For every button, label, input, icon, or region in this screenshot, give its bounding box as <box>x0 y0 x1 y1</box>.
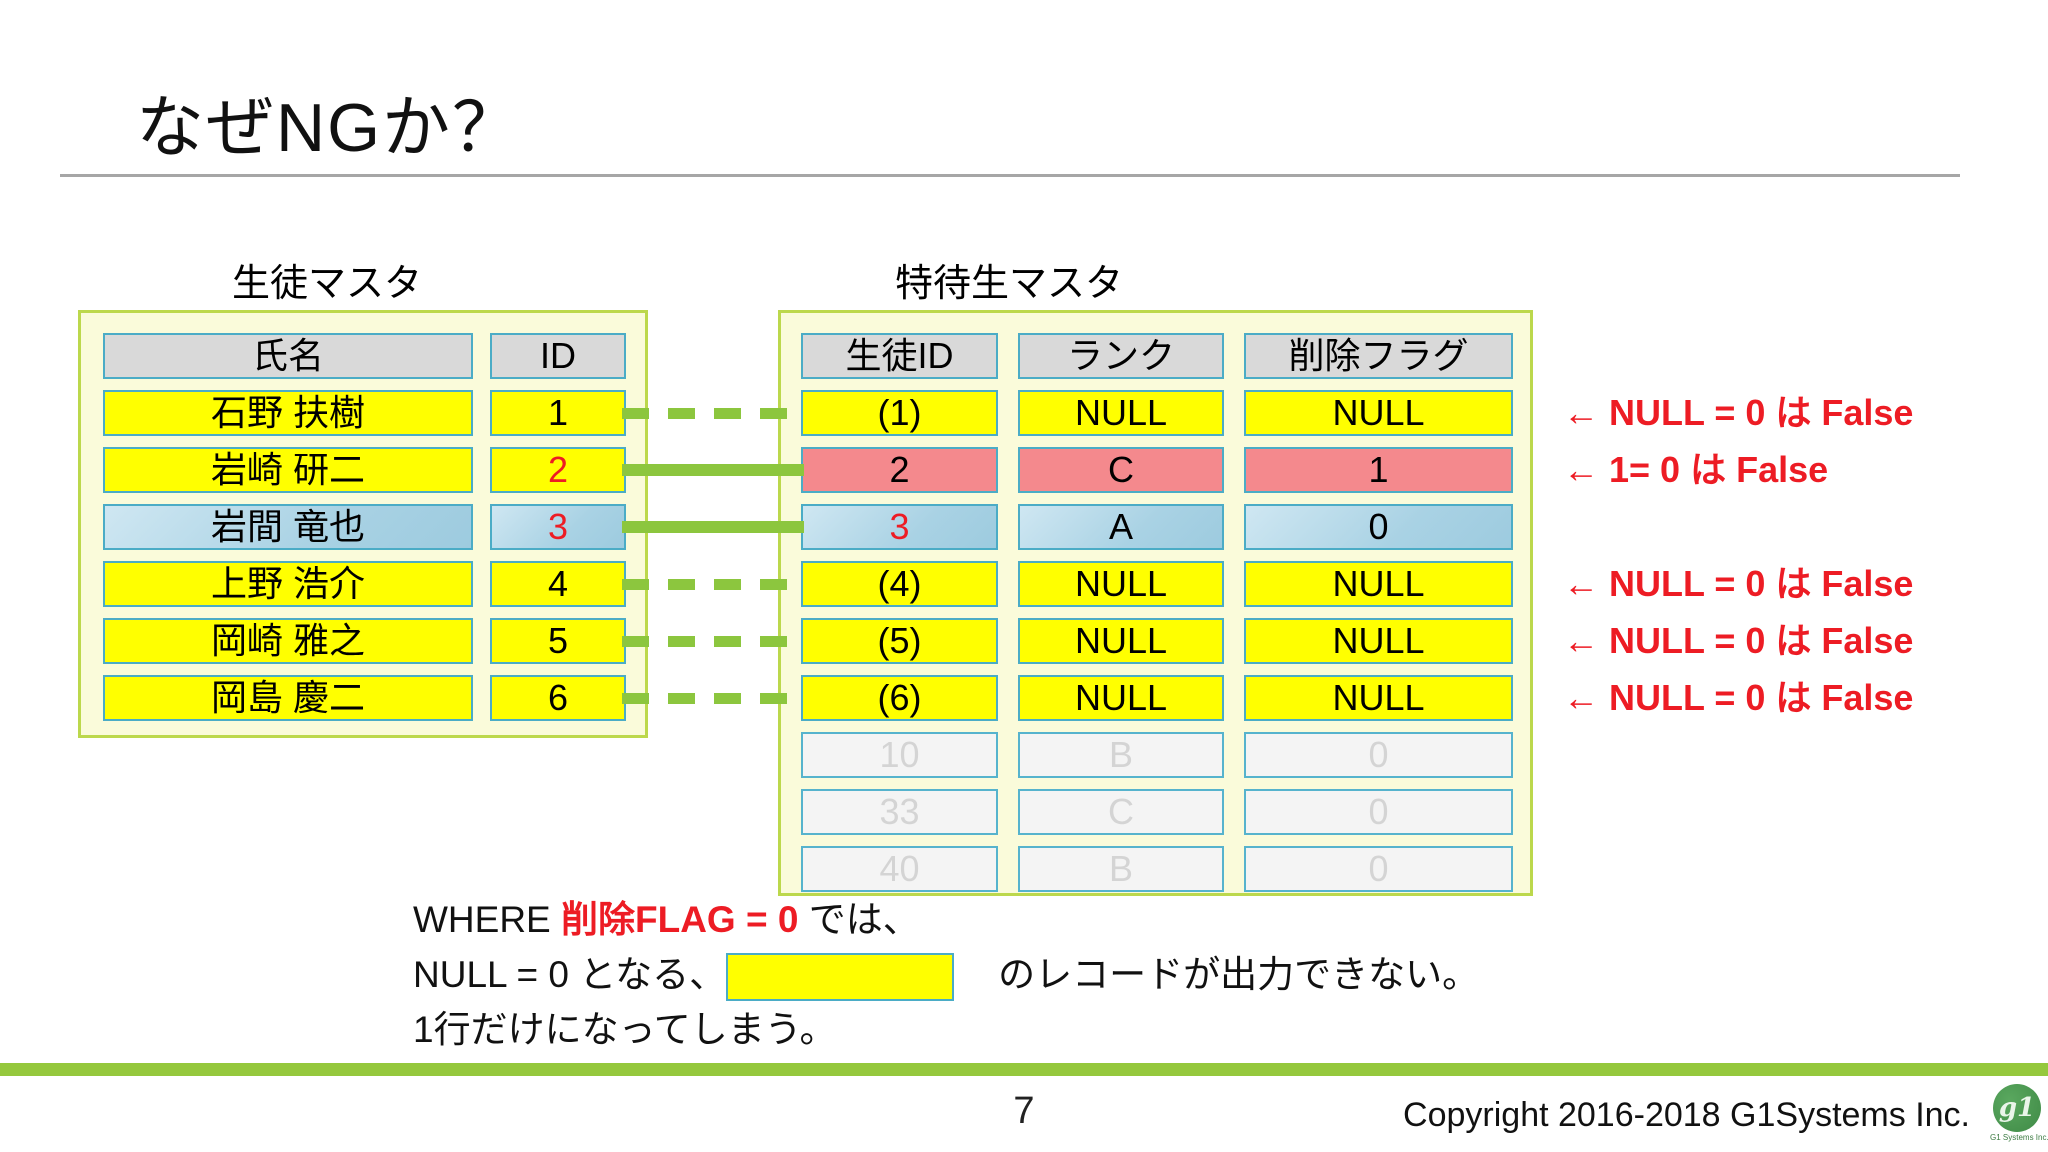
id-cell: 5 <box>490 618 626 664</box>
scholarship-master-table: 生徒ID ランク 削除フラグ (1) NULL NULL 2 C 1 3 A 0… <box>778 310 1533 896</box>
delete-flag-cell: 0 <box>1244 789 1513 835</box>
rank-cell: B <box>1018 732 1224 778</box>
student-id-cell: 2 <box>801 447 998 493</box>
explanation-line-1: WHERE 削除FLAG = 0 では、 <box>413 892 1479 947</box>
row-annotation: ← NULL = 0 は False <box>1563 563 1914 604</box>
rank-cell: NULL <box>1018 618 1224 664</box>
join-connector-dashed <box>622 636 804 647</box>
copyright-text: Copyright 2016-2018 G1Systems Inc. <box>1403 1096 1970 1134</box>
rank-cell: A <box>1018 504 1224 550</box>
rank-cell: B <box>1018 846 1224 892</box>
join-connector-solid <box>622 464 804 476</box>
name-cell: 岡崎 雅之 <box>103 618 473 664</box>
line1-suffix: では、 <box>798 899 920 940</box>
right-table-label: 特待生マスタ <box>895 263 1124 305</box>
delete-flag-cell: 1 <box>1244 447 1513 493</box>
join-connector-dashed <box>622 693 804 704</box>
yellow-highlight-box <box>726 953 955 1002</box>
delete-flag-cell: NULL <box>1244 390 1513 436</box>
student-id-cell: 3 <box>801 504 998 550</box>
student-master-table: 氏名 ID 石野 扶樹 1 岩崎 研二 2 岩間 竜也 3 上野 浩介 4 岡崎… <box>78 310 648 738</box>
line2-suffix: のレコードが出力できない。 <box>998 954 1480 995</box>
delete-flag-cell: 0 <box>1244 504 1513 550</box>
column-header-id: ID <box>490 333 626 379</box>
rank-cell: NULL <box>1018 390 1224 436</box>
name-cell: 岡島 慶二 <box>103 675 473 721</box>
student-id-cell: 10 <box>801 732 998 778</box>
id-cell: 2 <box>490 447 626 493</box>
page-number: 7 <box>1013 1090 1035 1132</box>
delete-flag-cell: NULL <box>1244 561 1513 607</box>
line2-prefix: NULL = 0 となる、 <box>413 954 727 995</box>
where-text: WHERE <box>413 899 561 940</box>
row-annotation: ← NULL = 0 は False <box>1563 620 1914 661</box>
page-title: なぜNGか？ <box>136 90 523 166</box>
row-annotation: ← NULL = 0 は False <box>1563 677 1914 718</box>
explanation-block: WHERE 削除FLAG = 0 では、 NULL = 0 となる、 のレコードが… <box>413 892 1479 1057</box>
delete-flag-cell: 0 <box>1244 846 1513 892</box>
column-header-student-id: 生徒ID <box>801 333 998 379</box>
join-connector-solid <box>622 521 804 533</box>
name-cell: 石野 扶樹 <box>103 390 473 436</box>
company-logo-icon: g1 <box>1993 1084 2041 1132</box>
left-table-label: 生徒マスタ <box>232 263 423 305</box>
title-divider <box>60 174 1960 177</box>
row-annotation: ← 1= 0 は False <box>1563 449 1829 490</box>
rank-cell: C <box>1018 789 1224 835</box>
delete-flag-cell: 0 <box>1244 732 1513 778</box>
student-id-cell: (1) <box>801 390 998 436</box>
column-header-delete-flag: 削除フラグ <box>1244 333 1513 379</box>
student-id-cell: 40 <box>801 846 998 892</box>
delete-flag-highlight: 削除FLAG = 0 <box>561 899 799 940</box>
rank-cell: NULL <box>1018 561 1224 607</box>
explanation-line-3: 1行だけになってしまう。 <box>413 1009 837 1050</box>
delete-flag-cell: NULL <box>1244 675 1513 721</box>
student-id-cell: (6) <box>801 675 998 721</box>
student-id-cell: 33 <box>801 789 998 835</box>
name-cell: 上野 浩介 <box>103 561 473 607</box>
delete-flag-cell: NULL <box>1244 618 1513 664</box>
footer-accent-bar <box>0 1063 2048 1076</box>
column-header-name: 氏名 <box>103 333 473 379</box>
student-id-cell: (5) <box>801 618 998 664</box>
id-cell: 3 <box>490 504 626 550</box>
company-logo-caption: G1 Systems Inc. <box>1990 1133 2048 1142</box>
join-connector-dashed <box>622 579 804 590</box>
id-cell: 4 <box>490 561 626 607</box>
id-cell: 6 <box>490 675 626 721</box>
column-header-rank: ランク <box>1018 333 1224 379</box>
id-cell: 1 <box>490 390 626 436</box>
row-annotation: ← NULL = 0 は False <box>1563 392 1914 433</box>
explanation-line-2: NULL = 0 となる、 のレコードが出力できない。 <box>413 947 1479 1002</box>
name-cell: 岩崎 研二 <box>103 447 473 493</box>
join-connector-dashed <box>622 408 804 419</box>
rank-cell: NULL <box>1018 675 1224 721</box>
company-logo: g1 G1 Systems Inc. <box>1990 1084 2048 1142</box>
student-id-cell: (4) <box>801 561 998 607</box>
name-cell: 岩間 竜也 <box>103 504 473 550</box>
rank-cell: C <box>1018 447 1224 493</box>
